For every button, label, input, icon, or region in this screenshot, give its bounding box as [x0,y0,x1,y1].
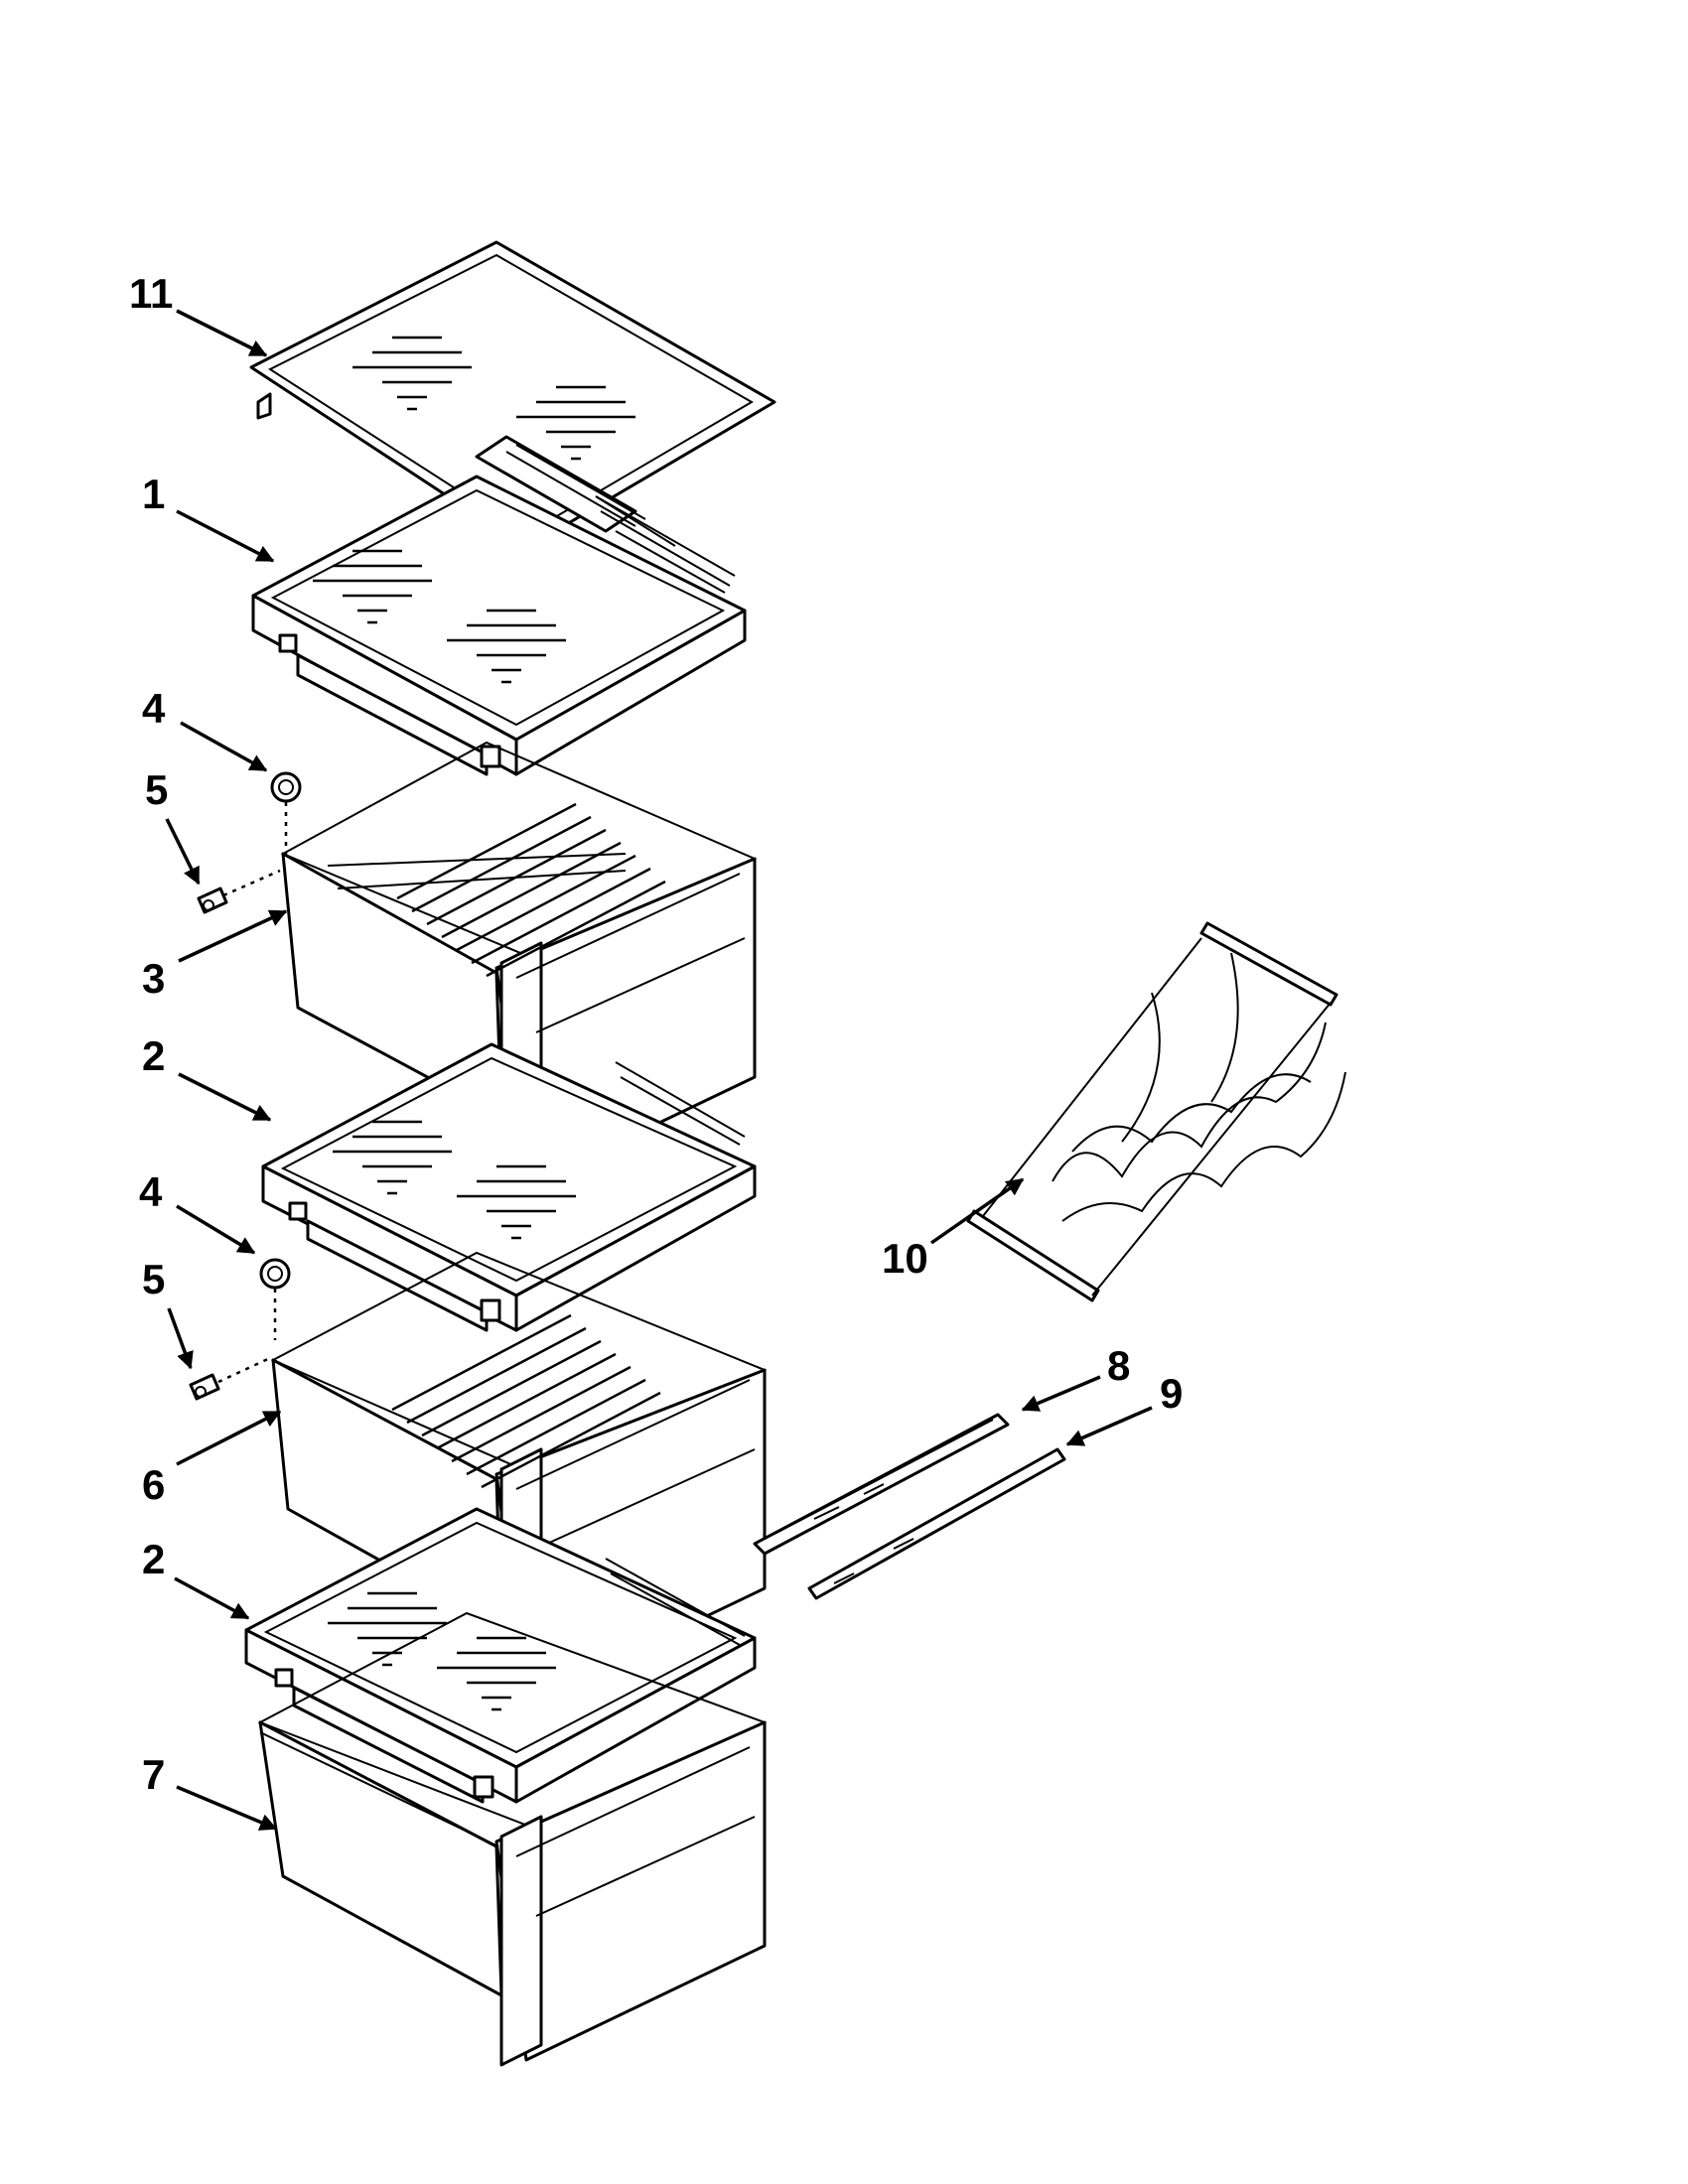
arrow-9 [1065,1406,1153,1446]
callout-7: 7 [142,1751,165,1798]
part-5-screw-upper [197,887,228,914]
arrow-5-middle [167,1307,194,1370]
arrow-8 [1021,1375,1101,1412]
arrow-4-middle [176,1204,256,1255]
arrow-2-lower [174,1576,250,1620]
part-10-wine-rack [966,921,1346,1302]
callout-2-middle: 2 [142,1032,165,1079]
arrow-1 [176,509,275,563]
arrow-11 [176,309,268,357]
arrow-10 [930,1177,1025,1245]
drawer-ribs [391,1313,661,1489]
part-5-screw-middle [189,1373,220,1401]
callout-5-middle: 5 [142,1256,165,1302]
callout-4-upper: 4 [142,685,166,732]
callout-9: 9 [1160,1370,1183,1417]
part-8-slide [753,1413,1010,1556]
callout-10: 10 [882,1235,928,1282]
callout-8: 8 [1107,1342,1130,1389]
part-2-shelf-middle [261,1042,757,1332]
callout-11: 11 [129,270,173,317]
callout-2-lower: 2 [142,1536,165,1582]
part-2-shelf-lower [244,1507,757,1804]
callout-5-upper: 5 [145,766,168,813]
callout-3: 3 [142,955,165,1002]
arrow-4-upper [180,721,268,772]
part-4-roller-middle [259,1258,291,1290]
callout-6: 6 [142,1461,165,1508]
part-4-roller-upper [270,771,302,803]
callout-labels: 11 1 4 5 3 2 4 5 6 2 7 10 8 9 [129,270,1183,1798]
part-1-shelf [251,475,747,776]
leader-dashed-upper-h [222,869,281,897]
arrow-2-middle [178,1072,272,1122]
callout-arrows [165,309,1153,1831]
callout-4-middle: 4 [139,1168,163,1215]
arrow-5-upper [165,818,201,886]
part-7-bottom-drawer [257,1611,768,2067]
arrow-6 [176,1410,282,1466]
drawer-ribs [396,802,666,978]
callout-1: 1 [142,471,165,517]
arrow-7 [176,1785,278,1831]
part-9-slide [807,1447,1066,1600]
arrow-3 [178,909,288,963]
leader-dashed-middle-h [217,1356,271,1384]
part-11-top-shelf [249,240,776,550]
